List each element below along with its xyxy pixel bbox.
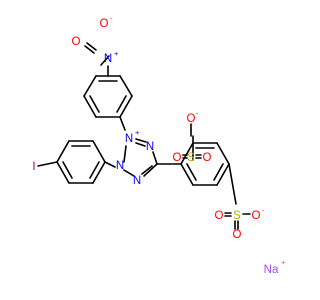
- nitro-oxygen-left: O: [72, 36, 81, 48]
- nitro-oxygen-top-charge: -: [110, 14, 113, 23]
- sulfonate2-sulfur: S: [233, 210, 241, 222]
- sulfonate1-oxygen-left: O: [173, 152, 182, 164]
- sulfonate2-oxygen-bottom: O: [233, 229, 242, 241]
- tetrazole-nitrogen-left: N: [116, 160, 124, 172]
- nitro-oxygen-top: O: [100, 18, 109, 30]
- bond-lines: [37, 42, 251, 230]
- molecule-structure: O N + O - N + N N N I O - O S O O S O - …: [32, 14, 286, 276]
- atom-labels: O N + O - N + N N N I O - O S O O S O - …: [32, 14, 286, 276]
- sulfonate2-oxygen-left: O: [215, 210, 224, 222]
- tetrazolium-n-plus-charge: +: [135, 128, 140, 137]
- tetrazole-nitrogen-lower-right: N: [133, 175, 141, 187]
- nitro-nitrogen-charge: +: [114, 49, 119, 58]
- structure-canvas: O N + O - N + N N N I O - O S O O S O - …: [32, 14, 286, 276]
- sodium-ion-charge: +: [281, 258, 286, 267]
- sulfonate2-oxygen-minus: O: [252, 210, 261, 222]
- tetrazolium-n-plus: N: [125, 133, 133, 145]
- sulfonate1-oxygen-right: O: [203, 152, 212, 164]
- sulfonate2-oxygen-minus-charge: -: [262, 206, 265, 215]
- iodine-atom: I: [32, 161, 35, 173]
- sulfonate1-sulfur: S: [187, 152, 195, 164]
- tetrazole-nitrogen-right: N: [146, 141, 154, 153]
- sulfonate1-oxygen-minus: O: [187, 113, 196, 125]
- sodium-ion: Na: [264, 264, 279, 276]
- nitro-nitrogen: N: [104, 53, 112, 65]
- sulfonate1-oxygen-minus-charge: -: [196, 109, 199, 118]
